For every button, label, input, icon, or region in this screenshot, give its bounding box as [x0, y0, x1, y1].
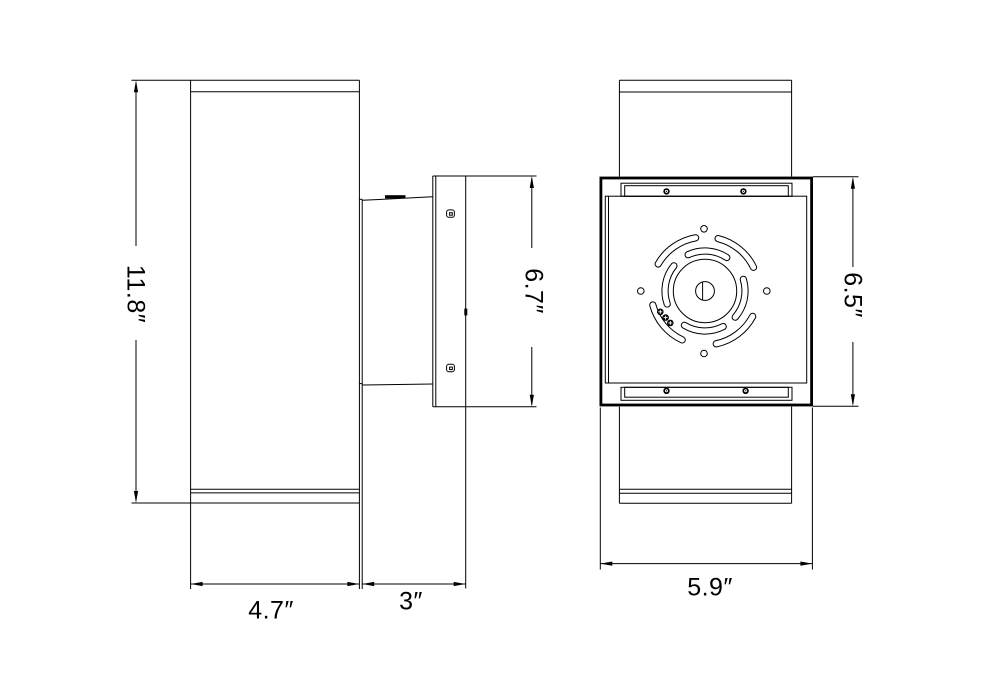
arrow-right-icon [347, 581, 360, 587]
arrow-left-icon [190, 581, 203, 587]
mounting-hole-pattern [637, 225, 771, 358]
center-ring [672, 258, 738, 324]
dim-overall-height [133, 80, 139, 503]
center-hole [695, 281, 715, 301]
arrow-up-icon [133, 80, 139, 93]
housing-tab [385, 195, 406, 199]
plate-screw-bottom [446, 363, 455, 373]
pilot-hole-bottom [700, 349, 708, 358]
back-view-cylinder-bottom [618, 406, 793, 504]
arrow-down-icon [133, 491, 139, 503]
dim-label-overall-height: 11.8″ [121, 264, 150, 324]
pilot-hole-left [637, 287, 645, 295]
dim-label-plate-height: 6.5″ [838, 272, 867, 318]
wall-plate-outer-frame [599, 176, 814, 407]
mounting-bracket-bottom [620, 386, 793, 401]
arrow-down-icon [850, 394, 855, 407]
dim-body-width [190, 581, 360, 587]
wall-plate-inner-face [604, 195, 808, 384]
side-view-rear-housing [359, 195, 433, 386]
arrow-down-icon [529, 394, 534, 407]
pilot-hole-top [700, 225, 708, 233]
back-view-cylinder-top [618, 79, 793, 177]
dim-label-body-width: 4.7″ [248, 596, 294, 625]
arrow-right-icon [800, 561, 813, 566]
back-view-wall-plate [599, 176, 814, 407]
pilot-hole-right [763, 287, 771, 295]
side-view-mounting-plate [432, 175, 537, 589]
dim-label-plate-width: 5.9″ [687, 573, 733, 602]
dim-plate-height [813, 176, 859, 407]
dim-plate-width [599, 407, 813, 570]
side-view [131, 79, 537, 589]
dim-label-backplate-height: 6.7″ [519, 268, 548, 314]
plate-screw-top [446, 209, 455, 218]
plate-set-screw [464, 308, 468, 316]
arrow-left-icon [600, 561, 613, 566]
arrow-up-icon [529, 176, 534, 188]
arrow-up-icon [850, 176, 855, 189]
screw-cluster [657, 308, 674, 327]
arrow-left-icon [362, 581, 375, 587]
side-view-body [131, 79, 363, 589]
dim-label-mounting-depth: 3″ [399, 587, 423, 616]
dim-mounting-depth [362, 581, 466, 587]
arrow-right-icon [453, 581, 466, 587]
mounting-bracket-top [620, 182, 793, 197]
dim-backplate-height [529, 176, 534, 407]
back-view [599, 79, 859, 570]
slot-interiors [650, 235, 757, 347]
